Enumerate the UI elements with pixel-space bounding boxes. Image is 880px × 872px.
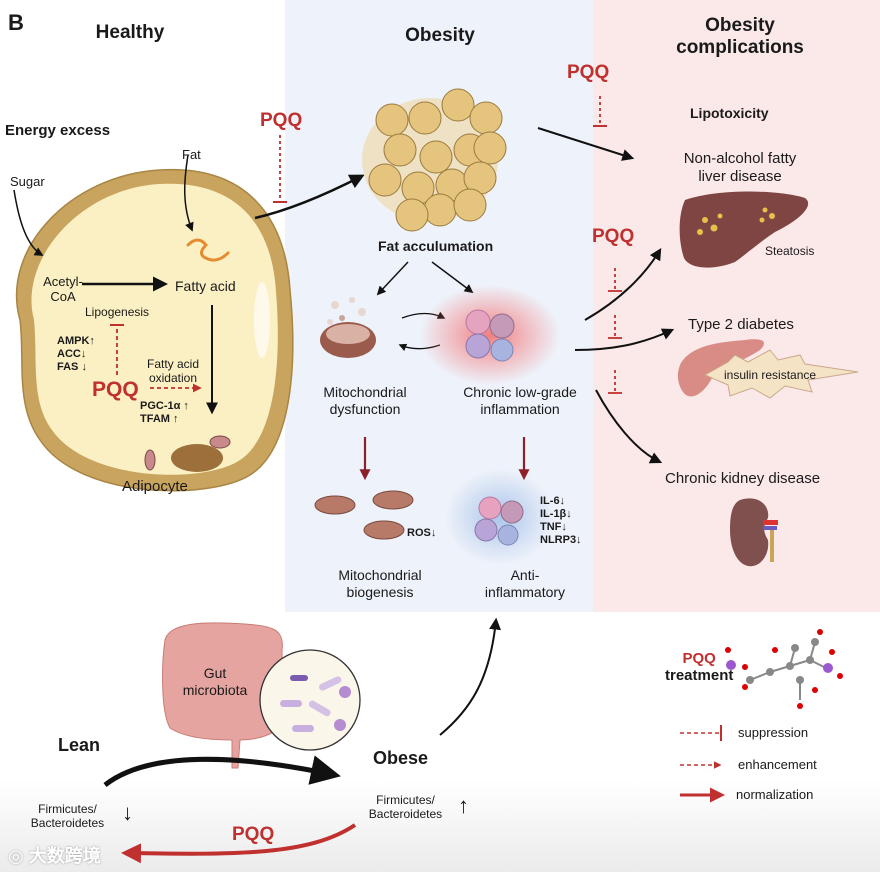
fat-cell (368, 163, 402, 197)
legend-title: PQQ treatment (665, 650, 734, 684)
fat-cell (395, 198, 429, 232)
fat-cell (469, 101, 503, 135)
adipocyte-cell (15, 168, 294, 492)
to-nafld-arrow (537, 127, 635, 161)
liver-graphic (679, 191, 809, 268)
pqq-label-obesity: PQQ (260, 110, 303, 131)
fatty-acid-label: Fatty acid (175, 278, 236, 294)
fat-label: Fat (182, 147, 201, 162)
pqq-label-lipotoxicity: PQQ (567, 62, 610, 83)
legend-suppression-symbol (680, 725, 722, 741)
adipocyte-label: Adipocyte (122, 478, 188, 495)
lipogenesis-label: Lipogenesis (85, 305, 150, 319)
lean-to-obese-arrow (103, 755, 341, 787)
section-title-complications: Obesity complications (676, 15, 804, 58)
watermark: ◎ 大数跨境 (8, 846, 101, 866)
to-nafld2-arrow (584, 247, 662, 321)
watermark-logo-icon: ◎ (8, 846, 29, 866)
fat-cell (441, 88, 475, 122)
fat-cluster-graphic (362, 88, 507, 232)
ros-label: ROS↓ (407, 527, 437, 539)
obese-label: Obese (373, 748, 429, 768)
ratio-obese-up-icon: ↑ (458, 793, 469, 818)
acetyl-coa-label: Acetyl-CoA (43, 274, 83, 304)
oxidation-markers: PGC-1α ↑ TFAM ↑ (140, 400, 189, 425)
to-obesity-arrow (254, 174, 365, 220)
fat-cell (423, 193, 457, 227)
pancreas-graphic (677, 339, 859, 399)
obese-up-arrow (439, 617, 502, 736)
fat-cell (453, 188, 487, 222)
ratio-obese-label: Firmicutes/Bacteroidetes (368, 793, 443, 821)
legend-enhancement-label: enhancement (738, 757, 817, 772)
fat-cell (473, 131, 507, 165)
fat-accumulation-label: Fat acculumation (378, 238, 494, 254)
gut-graphic (162, 622, 283, 769)
to-ckd-arrow (595, 389, 663, 464)
sugar-label: Sugar (10, 174, 45, 189)
fat-cell (419, 140, 453, 174)
anti-inflammatory-graphic (445, 469, 555, 565)
lean-label: Lean (58, 735, 101, 755)
fat-arrow (183, 154, 194, 232)
legend-normalization-label: normalization (736, 787, 814, 802)
lipogenesis-markers: AMPK↑ ACC↓ FAS ↓ (57, 335, 95, 373)
fat-cell (383, 133, 417, 167)
steatosis-label: Steatosis (765, 244, 815, 258)
pqq-label-adipocyte: PQQ (92, 378, 139, 401)
ckd-label: Chronic kidney disease (665, 470, 821, 487)
lipotoxicity-label: Lipotoxicity (690, 105, 769, 121)
ratio-lean-label: Firmicutes/Bacteroidetes (30, 802, 105, 830)
sugar-arrow (13, 189, 44, 256)
panel-label: B (8, 10, 24, 35)
pqq-label-complications: PQQ (592, 226, 635, 247)
section-title-obesity: Obesity (405, 25, 475, 46)
microbiota-circle (259, 649, 361, 751)
to-t2d-arrow (574, 328, 675, 351)
section-title-healthy: Healthy (95, 22, 165, 43)
pqq-normalization-arrow (121, 823, 357, 864)
kidney-graphic (730, 498, 778, 567)
ratio-lean-down-icon: ↓ (122, 800, 133, 825)
fat-cell (408, 101, 442, 135)
pqq-label-gut: PQQ (232, 824, 275, 845)
mitochondria-graphic (314, 490, 414, 540)
mito-dysfunction-graphic (320, 297, 376, 358)
insulin-resistance-label: insulin resistance (724, 368, 817, 382)
legend-suppression-label: suppression (738, 725, 809, 740)
pqq-molecule-graphic (725, 629, 843, 709)
fat-cell (375, 103, 409, 137)
inflammation-graphic (420, 285, 560, 385)
energy-excess-label: Energy excess (5, 122, 111, 139)
anti-inflammatory-label: Anti-inflammatory (484, 567, 566, 600)
bottom-fade (0, 780, 880, 872)
t2d-label: Type 2 diabetes (688, 316, 794, 333)
cytokine-markers: IL-6↓ IL-1β↓ TNF↓ NLRP3↓ (540, 495, 582, 546)
